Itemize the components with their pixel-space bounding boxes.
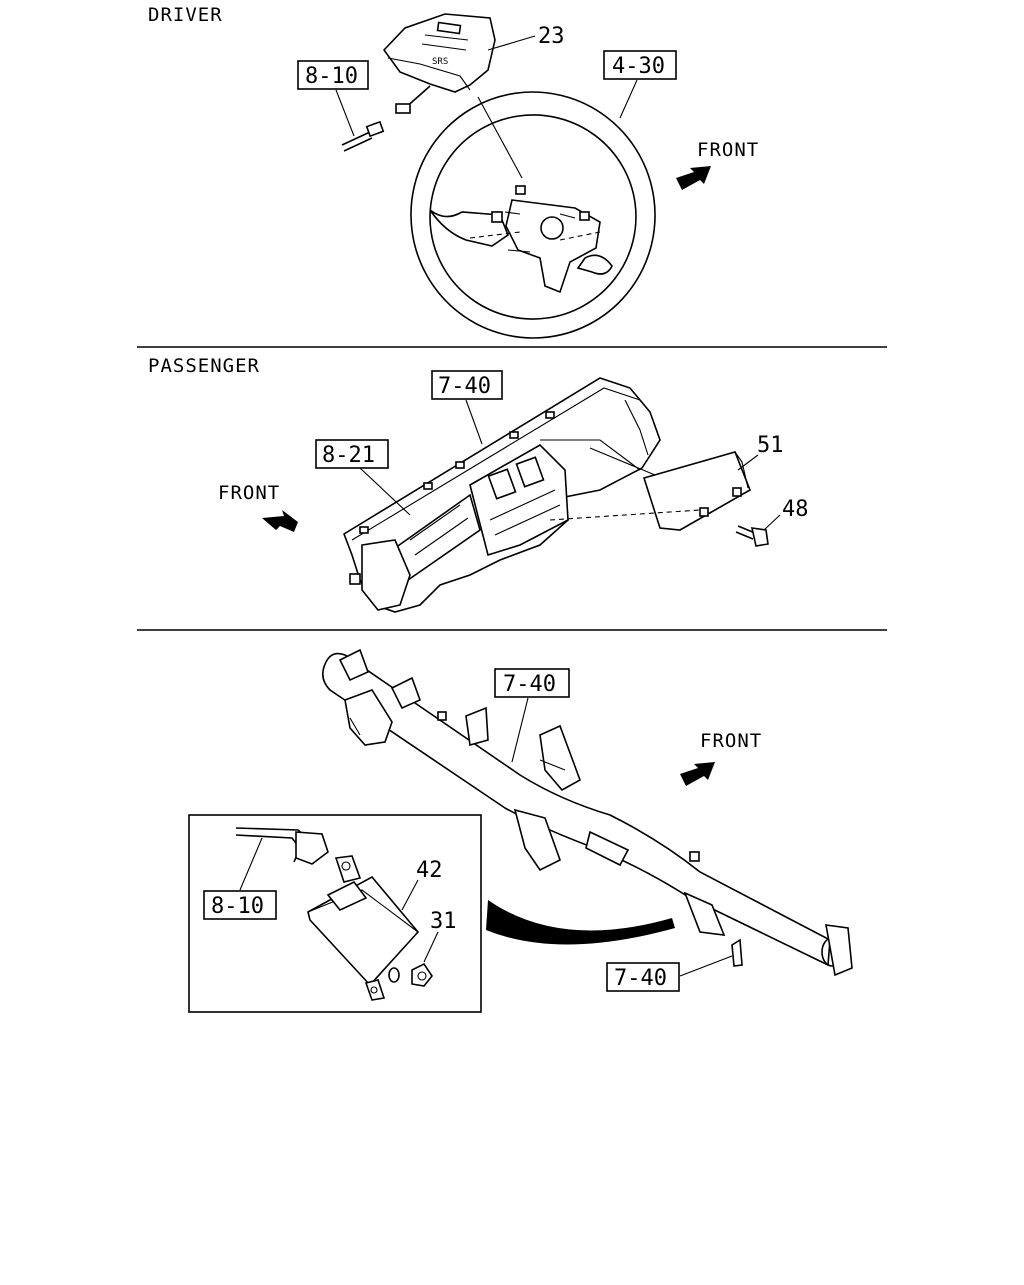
bolt-48	[735, 525, 769, 547]
inset-panel: 8-10 42 31	[188, 814, 482, 1013]
cross-beam-section: 7-40 7-40 FRONT 8-10	[188, 648, 853, 1013]
beam-front-arrow-icon	[680, 762, 715, 786]
callout-8-10-box	[297, 60, 369, 90]
curved-arrow-icon	[486, 900, 675, 945]
callout-48: 48	[782, 497, 809, 522]
callout-51: 51	[757, 433, 784, 458]
callout-8-21: 8-21	[322, 443, 375, 468]
driver-front-label: FRONT	[697, 139, 759, 161]
driver-section-title: DRIVER	[148, 4, 223, 26]
passenger-airbag	[642, 451, 751, 531]
callout-8-10-inset-box	[203, 890, 277, 920]
callout-7-40-beam-top-box	[494, 668, 570, 698]
airbag-cover-mark: SRS	[432, 57, 448, 67]
callout-23: 23	[538, 24, 565, 49]
callout-7-40-beam-top: 7-40	[503, 672, 556, 697]
passenger-section-title: PASSENGER	[148, 355, 260, 377]
callout-7-40-beam-bottom: 7-40	[614, 966, 667, 991]
callout-7-40-beam-bottom-box	[606, 962, 680, 992]
cross-beam	[322, 648, 853, 977]
driver-front-arrow-icon	[676, 166, 711, 190]
callout-7-40-dash-box	[431, 370, 503, 400]
callout-7-40-dash: 7-40	[438, 374, 491, 399]
passenger-front-arrow-icon	[262, 510, 298, 532]
callout-8-10: 8-10	[305, 64, 358, 89]
callout-4-30-box	[603, 50, 677, 80]
callout-4-30: 4-30	[612, 54, 665, 79]
steering-wheel	[410, 91, 656, 339]
callout-42: 42	[416, 858, 443, 883]
airbag-cover: SRS	[382, 13, 496, 114]
instrument-panel	[343, 377, 661, 613]
passenger-front-label: FRONT	[218, 482, 280, 504]
passenger-section: PASSENGER	[148, 355, 809, 613]
beam-front-label: FRONT	[700, 730, 762, 752]
callout-8-10-inset: 8-10	[211, 894, 264, 919]
callout-31: 31	[430, 909, 457, 934]
driver-section: DRIVER SRS	[148, 4, 759, 339]
callout-8-21-box	[315, 439, 389, 469]
